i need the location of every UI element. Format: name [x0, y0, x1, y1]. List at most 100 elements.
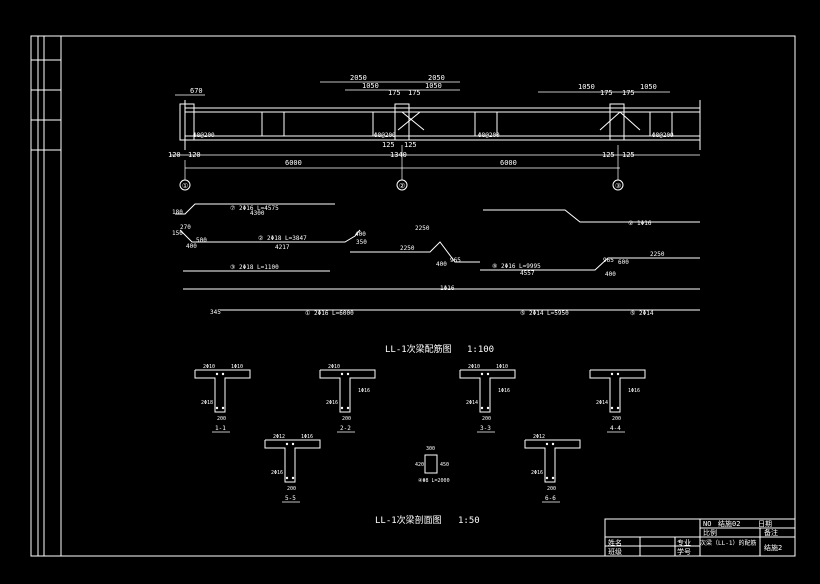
- dim-120b: 120: [188, 151, 201, 159]
- section-1: 2Φ10 1Φ10 2Φ18 200 1-1: [194, 364, 251, 433]
- dim-2250c: 2250: [650, 251, 665, 258]
- bar-2-length: 4217: [275, 244, 290, 251]
- section-bottom-rebar: 2Φ14: [596, 400, 608, 406]
- dim-2050-mid: 2050: [428, 74, 445, 82]
- tb-sheet: 结施2: [764, 543, 782, 552]
- scale-reinforcement: 1:100: [467, 345, 494, 355]
- dim-180: 180: [172, 209, 183, 216]
- dim-125b: 125: [404, 141, 417, 149]
- dim-350: 350: [356, 239, 367, 246]
- section-top-rebar: 2Φ10: [328, 364, 340, 370]
- dim-150: 150: [172, 230, 183, 237]
- section-side-rebar: 1Φ16: [498, 388, 510, 394]
- dim-965b: 965: [603, 257, 614, 264]
- tb-no: NO: [703, 520, 711, 528]
- bar-1-label: ① 2Φ16 L=6000: [305, 310, 354, 317]
- tb-class: 班级: [608, 547, 622, 556]
- dim-175a: 175: [388, 89, 401, 97]
- dim-965a: 965: [450, 257, 461, 264]
- axis-1: ①: [182, 182, 188, 190]
- section-top-rebar: 2Φ10: [203, 364, 215, 370]
- section-width: 200: [287, 486, 296, 492]
- dim-125d: 125: [622, 151, 635, 159]
- stirrup-label-4: Φ8@200: [652, 132, 674, 139]
- stirrup-top-dim: 300: [426, 446, 435, 452]
- tb-drawing-name: 次梁（LL-1）的配筋: [700, 539, 756, 547]
- section-top-rebar: 2Φ12: [273, 434, 285, 440]
- bar-8-length: 4557: [520, 270, 535, 277]
- dim-670: 670: [190, 87, 203, 95]
- bar-3-label: ③ 2Φ18 L=1100: [230, 264, 279, 271]
- section-top2-rebar: 1Φ10: [496, 364, 508, 370]
- bar-6-label: ⑤ 2Φ14: [630, 310, 654, 317]
- section-width: 200: [342, 416, 351, 422]
- dim-270: 270: [180, 224, 191, 231]
- dim-600: 600: [618, 259, 629, 266]
- section-top2-rebar: 1Φ16: [301, 434, 313, 440]
- tb-date: 日期: [758, 520, 772, 528]
- section-top-rebar: 2Φ10: [468, 364, 480, 370]
- section-label: 4-4: [610, 425, 621, 432]
- dim-1050-r1: 1050: [578, 83, 595, 91]
- dim-6000a: 6000: [285, 159, 302, 167]
- axis-2: ②: [399, 182, 405, 190]
- bar-8-label: ⑧ 2Φ16 L=9995: [492, 263, 541, 270]
- section-label: 6-6: [545, 495, 556, 502]
- stirrup-left-dim: 420: [415, 462, 424, 468]
- dim-1050-mid: 1050: [425, 82, 442, 90]
- tb-id: 学号: [677, 547, 691, 556]
- section-bottom-rebar: 2Φ18: [201, 400, 213, 406]
- stirrup-detail: 300 420 450 ④Φ8 L=2000: [415, 446, 450, 484]
- bar-7-length: 4300: [250, 210, 265, 217]
- dim-2250b: 2250: [400, 245, 415, 252]
- dim-1050-left: 1050: [362, 82, 379, 90]
- stirrup-label: ④Φ8 L=2000: [418, 478, 450, 484]
- dim-2050-left: 2050: [350, 74, 367, 82]
- dim-400b: 400: [355, 231, 366, 238]
- bar-2-label: ② 2Φ18 L=3847: [258, 235, 307, 242]
- section-bottom-rebar: 2Φ16: [271, 470, 283, 476]
- dim-400d: 400: [605, 271, 616, 278]
- dim-175c: 175: [600, 89, 613, 97]
- dim-120a: 120: [168, 151, 181, 159]
- tb-major: 专业: [677, 538, 691, 547]
- section-2: 2Φ10 2Φ16 1Φ16 200 2-2: [319, 364, 376, 433]
- stirrup-label-1: Φ8@200: [193, 132, 215, 139]
- title-reinforcement: LL-1次梁配筋图: [385, 343, 452, 355]
- section-label: 1-1: [215, 425, 226, 432]
- section-bottom-rebar: 2Φ16: [531, 470, 543, 476]
- bar-4-label: ② 1Φ16: [628, 220, 652, 227]
- tb-notes: 备注: [764, 528, 778, 537]
- dim-1050-r2: 1050: [640, 83, 657, 91]
- section-bottom-rebar: 2Φ14: [466, 400, 478, 406]
- section-width: 200: [612, 416, 621, 422]
- drawing-border: [30, 35, 796, 557]
- bar-9-label: 1Φ16: [440, 285, 455, 292]
- stirrup-label-2: Φ8@200: [374, 132, 396, 139]
- stirrup-label-3: Φ8@200: [478, 132, 500, 139]
- section-top2-rebar: 1Φ10: [231, 364, 243, 370]
- section-side-rebar: 1Φ16: [628, 388, 640, 394]
- dim-400c: 400: [436, 261, 447, 268]
- section-4: 2Φ14 1Φ16 200 4-4: [589, 369, 646, 433]
- section-bottom-rebar: 2Φ16: [326, 400, 338, 406]
- title-block: [604, 518, 796, 557]
- section-side-rebar: 1Φ16: [358, 388, 370, 394]
- dim-125c: 125: [602, 151, 615, 159]
- stirrup-right-dim: 450: [440, 462, 449, 468]
- bar-5-label: ⑤ 2Φ14 L=5950: [520, 310, 569, 317]
- dim-125a: 125: [382, 141, 395, 149]
- tb-name: 姓名: [608, 538, 622, 547]
- dim-500: 500: [196, 237, 207, 244]
- section-width: 200: [217, 416, 226, 422]
- section-label: 5-5: [285, 495, 296, 502]
- dim-175b: 175: [408, 89, 421, 97]
- section-label: 2-2: [340, 425, 351, 432]
- bar-7-label: ⑦ 2Φ16 L=4575: [230, 205, 279, 212]
- section-width: 200: [547, 486, 556, 492]
- dim-1340: 1340: [390, 151, 407, 159]
